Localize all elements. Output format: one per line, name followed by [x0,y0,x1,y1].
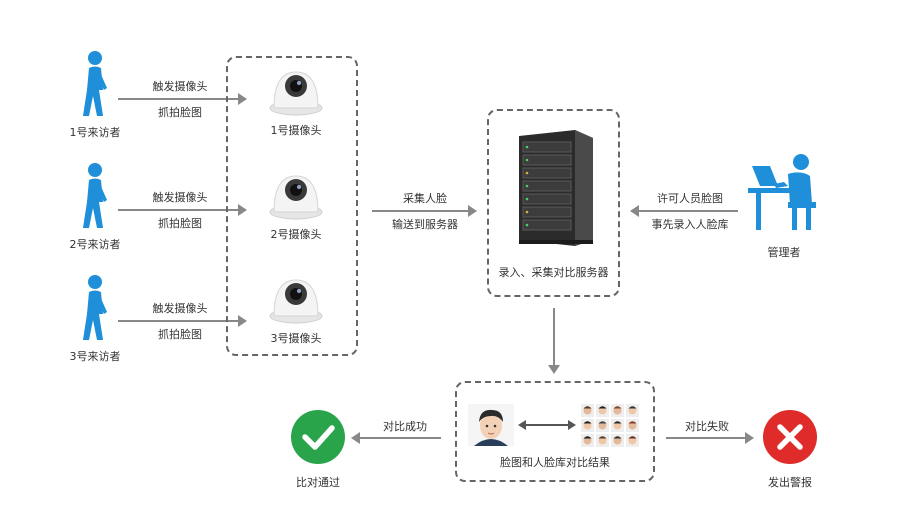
check-circle-icon [291,410,345,464]
arrow-visitor1-to-camera1 [118,93,247,105]
failure-label: 发出警报 [768,476,812,489]
edge-label-capture: 抓拍脸图 [158,328,202,341]
arrow-cameras-to-server [372,205,477,217]
x-circle-icon [763,410,817,464]
compare-box [455,381,655,482]
arrow-admin-to-server [630,205,738,217]
server-rack-icon [519,130,593,246]
edge-label-permit: 许可人员脸图 [657,192,723,205]
camera-group-box [226,56,358,356]
edge-label-transmit: 输送到服务器 [392,218,458,231]
edge-label-capture: 抓拍脸图 [158,217,202,230]
walking-person-icon [83,275,107,340]
visitor-label: 2号来访者 [69,238,121,251]
face-database-icon [581,404,639,447]
dome-camera-icon [269,175,323,220]
server-box [487,109,620,297]
dome-camera-icon [269,279,323,324]
arrow-visitor3-to-camera3 [118,315,247,327]
edge-label-capture: 抓拍脸图 [158,106,202,119]
dome-camera-icon [269,71,323,116]
edge-label-collect: 采集人脸 [403,192,447,205]
visitor-label: 3号来访者 [69,350,121,363]
edge-label-failure: 对比失败 [685,420,729,433]
edge-label-success: 对比成功 [383,420,427,433]
admin-label: 管理者 [767,246,801,259]
arrow-server-to-compare [548,308,560,374]
camera-label: 3号摄像头 [270,332,322,345]
arrow-compare-to-failure [666,432,754,444]
visitor-3: 3号来访者 [60,274,130,364]
visitor-2: 2号来访者 [60,162,130,252]
visitor-1: 1号来访者 [60,50,130,140]
success-label: 比对通过 [296,476,340,489]
admin-at-desk-icon [748,154,816,230]
camera-3: 3号摄像头 [256,270,336,350]
visitor-label: 1号来访者 [69,126,121,139]
arrow-visitor2-to-camera2 [118,204,247,216]
arrow-compare-to-success [351,432,441,444]
edge-label-trigger: 触发摄像头 [152,191,208,204]
walking-person-icon [83,51,107,116]
edge-label-trigger: 触发摄像头 [152,302,208,315]
camera-1: 1号摄像头 [256,62,336,142]
camera-2: 2号摄像头 [256,166,336,246]
walking-person-icon [83,163,107,228]
bidirectional-arrow-icon [518,420,576,430]
compare-label: 脸图和人脸库对比结果 [500,456,610,469]
camera-label: 2号摄像头 [270,228,322,241]
edge-label-trigger: 触发摄像头 [152,80,208,93]
server-label: 录入、采集对比服务器 [498,266,609,279]
captured-face-icon [468,404,514,446]
edge-label-preenroll: 事先录入人脸库 [651,218,729,231]
camera-label: 1号摄像头 [270,124,322,137]
